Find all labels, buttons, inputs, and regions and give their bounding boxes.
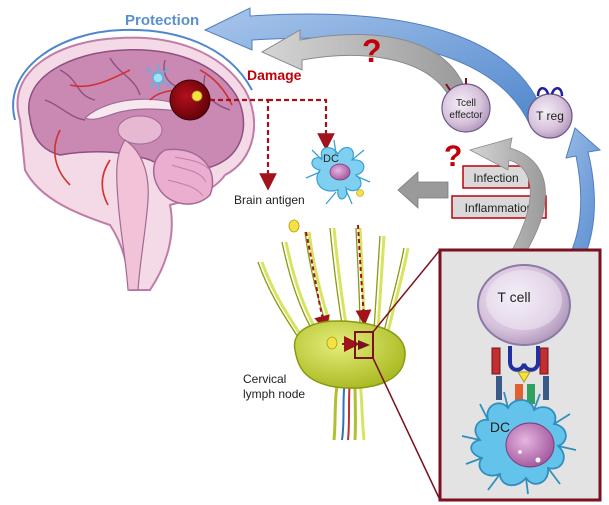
tcell-big (477, 264, 571, 346)
cervical-lymph-node (293, 320, 406, 389)
tcell-big-label: T cell (497, 289, 530, 305)
dc-big-label: DC (490, 419, 510, 435)
brain-sagittal (12, 28, 256, 291)
gray-arrow-to-dc (397, 171, 449, 209)
zoom-line-top (372, 249, 441, 333)
cervical-label-line2: lymph node (243, 387, 305, 401)
dashed-arrow-to-dc (268, 98, 335, 151)
gray-arrow-tcell-to-effector (468, 137, 546, 263)
tcell-effector-label-line2: effector (449, 110, 483, 121)
infection-label: Infection (473, 171, 518, 185)
receptor-complex (491, 346, 549, 404)
inflammation-box (451, 195, 547, 219)
zoom-line-bottom (372, 357, 441, 501)
cervical-label-line1: Cervical (243, 372, 286, 386)
treg-label: T reg (536, 109, 564, 123)
protection-label: Protection (125, 12, 199, 29)
tcell-effector-label-line1: Tcell (456, 98, 476, 109)
brain-antigen-label: Brain antigen (234, 193, 305, 207)
antigen-dot-lesion (191, 90, 203, 102)
dendritic-cell-small (305, 139, 371, 205)
inflammation-label: Inflammation (465, 201, 534, 215)
dashed-arrow-antigen-to-node (305, 231, 330, 332)
dc-small-label: DC (323, 153, 339, 165)
damage-arrow (260, 29, 467, 99)
question-mark-mid: ? (444, 140, 462, 173)
dc-big (461, 391, 577, 495)
antigen-dot-free (288, 219, 300, 233)
lymph-node-zoom-box (354, 331, 374, 359)
question-mark-top: ? (362, 33, 382, 69)
efferent-vessels (332, 379, 366, 441)
dashed-arrow-dc-to-node (355, 224, 372, 326)
treg-cell (527, 87, 573, 139)
damage-label: Damage (247, 67, 302, 83)
microglia-icon (145, 64, 171, 93)
brain-lesion (169, 79, 211, 121)
tcell-effector-cell (441, 78, 491, 133)
